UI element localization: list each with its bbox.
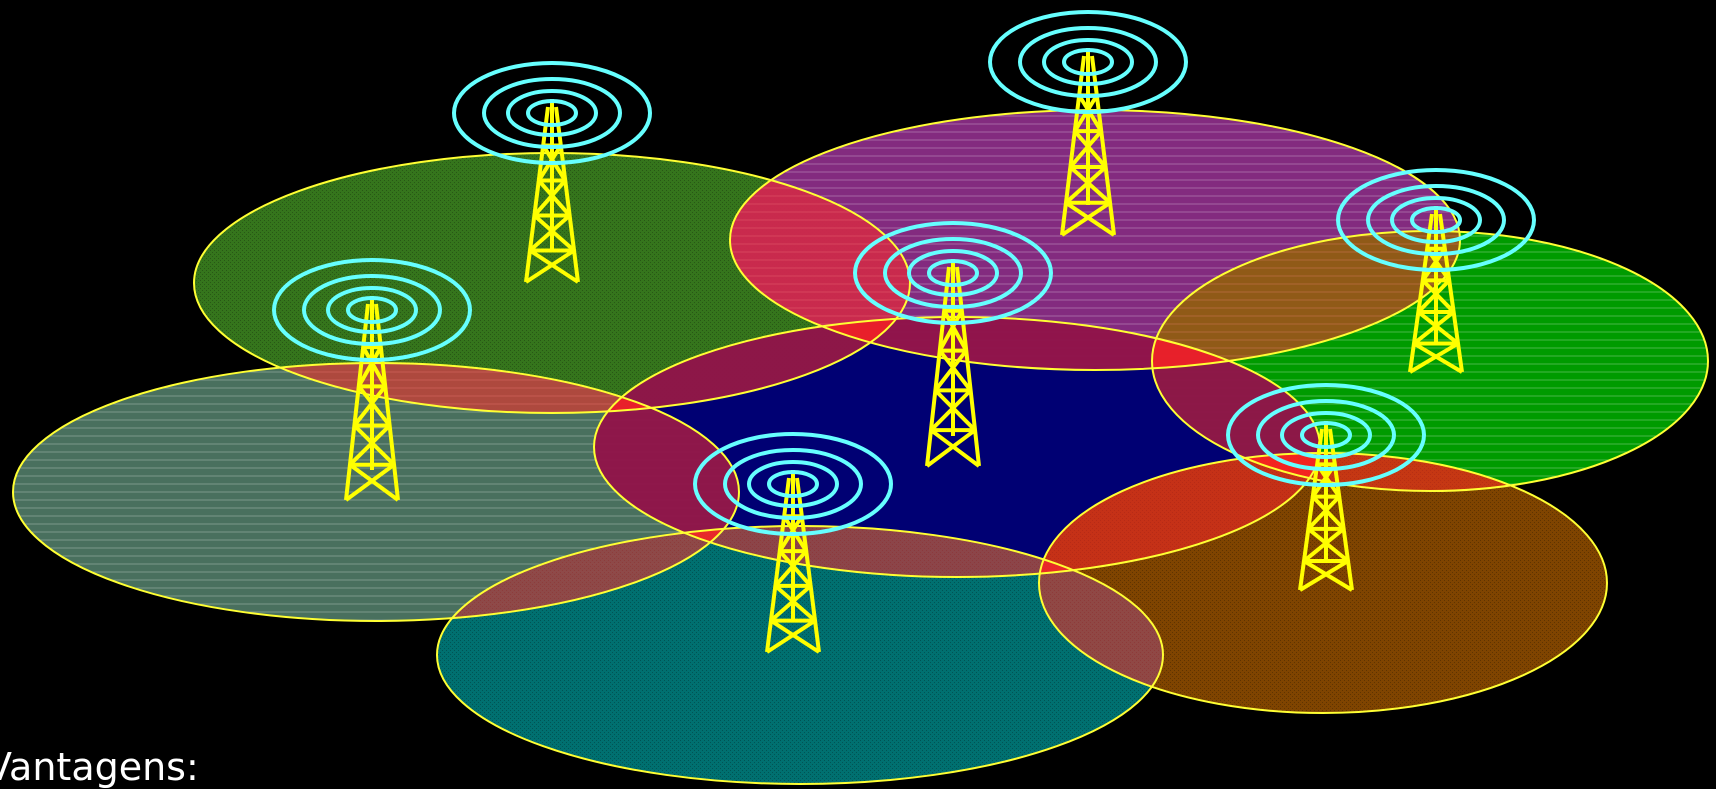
cell-gray-green-outline <box>12 362 740 622</box>
overlap-zone <box>1039 453 1320 577</box>
tower-gray-green <box>272 258 472 502</box>
cell-teal <box>437 526 1163 784</box>
signal-waves-icon <box>272 258 472 362</box>
radio-tower-icon <box>765 470 821 654</box>
tower-navy <box>853 221 1053 468</box>
tower-purple <box>988 10 1188 237</box>
cell-teal-outline <box>436 525 1164 785</box>
cell-orange-brown-outline <box>1038 452 1608 714</box>
signal-waves-icon <box>1336 168 1536 272</box>
radio-tower-icon <box>925 259 981 468</box>
cell-gray-green <box>13 363 739 621</box>
signal-waves-icon <box>988 10 1188 114</box>
signal-waves-icon <box>452 61 652 165</box>
advantages-caption: Vantagens: <box>0 745 199 789</box>
radio-tower-icon <box>1060 48 1116 237</box>
tower-orange-brown <box>1226 383 1426 592</box>
tower-bright-green <box>1336 168 1536 374</box>
tower-teal <box>693 432 893 654</box>
signal-waves-icon <box>853 221 1053 325</box>
radio-tower-icon <box>344 296 400 502</box>
overlap-zone <box>594 317 910 413</box>
signal-waves-icon <box>693 432 893 536</box>
tower-olive-green <box>452 61 652 284</box>
signal-waves-icon <box>1226 383 1426 487</box>
